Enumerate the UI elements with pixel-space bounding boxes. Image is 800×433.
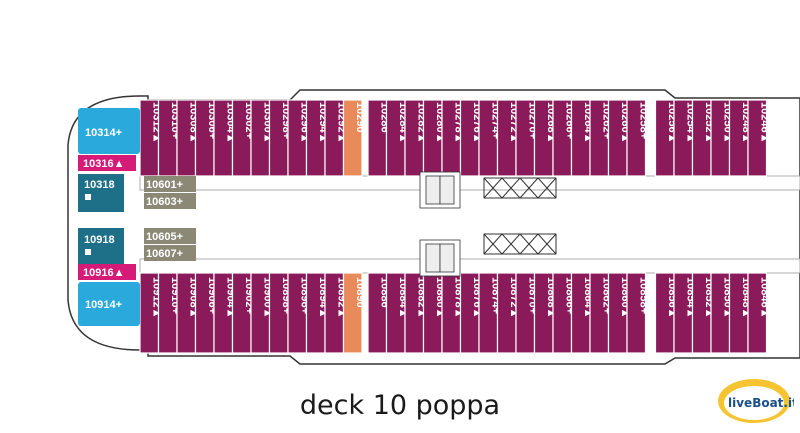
suite-10314-label: 10314+ — [85, 127, 122, 139]
suite-10314[interactable] — [78, 108, 140, 154]
suite-10918-icon — [85, 249, 91, 255]
logo-text: liveBoat.it — [728, 396, 794, 410]
suite-10318[interactable] — [78, 174, 124, 212]
bottom-cabin-row: 10912▲10910+10908▲10906+10904▲10902+1090… — [139, 272, 770, 354]
suite-10918-label: 10918 — [84, 234, 115, 246]
suite-10918[interactable] — [78, 228, 124, 264]
cabin-label: 10890 — [354, 277, 366, 308]
cabin-10607-label: 10607+ — [146, 248, 183, 260]
top-corridor — [139, 175, 800, 191]
deck-caption: deck 10 poppa — [299, 390, 501, 421]
suite-10316-label: 10316▲ — [83, 158, 124, 170]
cabin-10605[interactable] — [144, 228, 196, 244]
suite-10318-icon — [85, 194, 91, 200]
elevators-top — [483, 177, 557, 199]
cabin-10601[interactable] — [144, 176, 196, 192]
elevators-bottom — [483, 233, 557, 255]
cabin-label: 10246▲ — [758, 102, 770, 143]
suite-10914[interactable] — [78, 282, 140, 326]
cabin-label: 10290 — [354, 102, 366, 133]
top-cabin-row: 10312▲10310+10308▲10306+10304▲10302+1030… — [139, 99, 770, 177]
cabin-label: 10846▲ — [758, 277, 770, 318]
stairs-bottom — [419, 239, 461, 277]
bottom-corridor — [139, 258, 800, 274]
suite-10316[interactable] — [78, 155, 136, 171]
stairs-top — [419, 171, 461, 209]
cabin-10858[interactable] — [626, 272, 647, 354]
cabin-10601-label: 10601+ — [146, 179, 183, 191]
cabin-10846[interactable] — [747, 272, 768, 354]
cabin-10258[interactable] — [626, 99, 647, 177]
cabin-10246[interactable] — [747, 99, 768, 177]
cabin-10603[interactable] — [144, 193, 196, 209]
liveboat-logo: liveBoat.it — [718, 379, 794, 423]
cabin-10603-label: 10603+ — [146, 196, 183, 208]
suite-10914-label: 10914+ — [85, 299, 122, 311]
cabin-10607[interactable] — [144, 245, 196, 261]
suite-10916-label: 10916▲ — [83, 267, 124, 279]
cabin-10605-label: 10605+ — [146, 231, 183, 243]
suite-10318-label: 10318 — [84, 179, 115, 191]
cabin-10890[interactable] — [342, 272, 363, 354]
cabin-10290[interactable] — [342, 99, 363, 177]
suite-10916[interactable] — [78, 264, 136, 280]
cabin-label: 10258+ — [637, 102, 649, 139]
cabin-label: 10858+ — [637, 277, 649, 314]
